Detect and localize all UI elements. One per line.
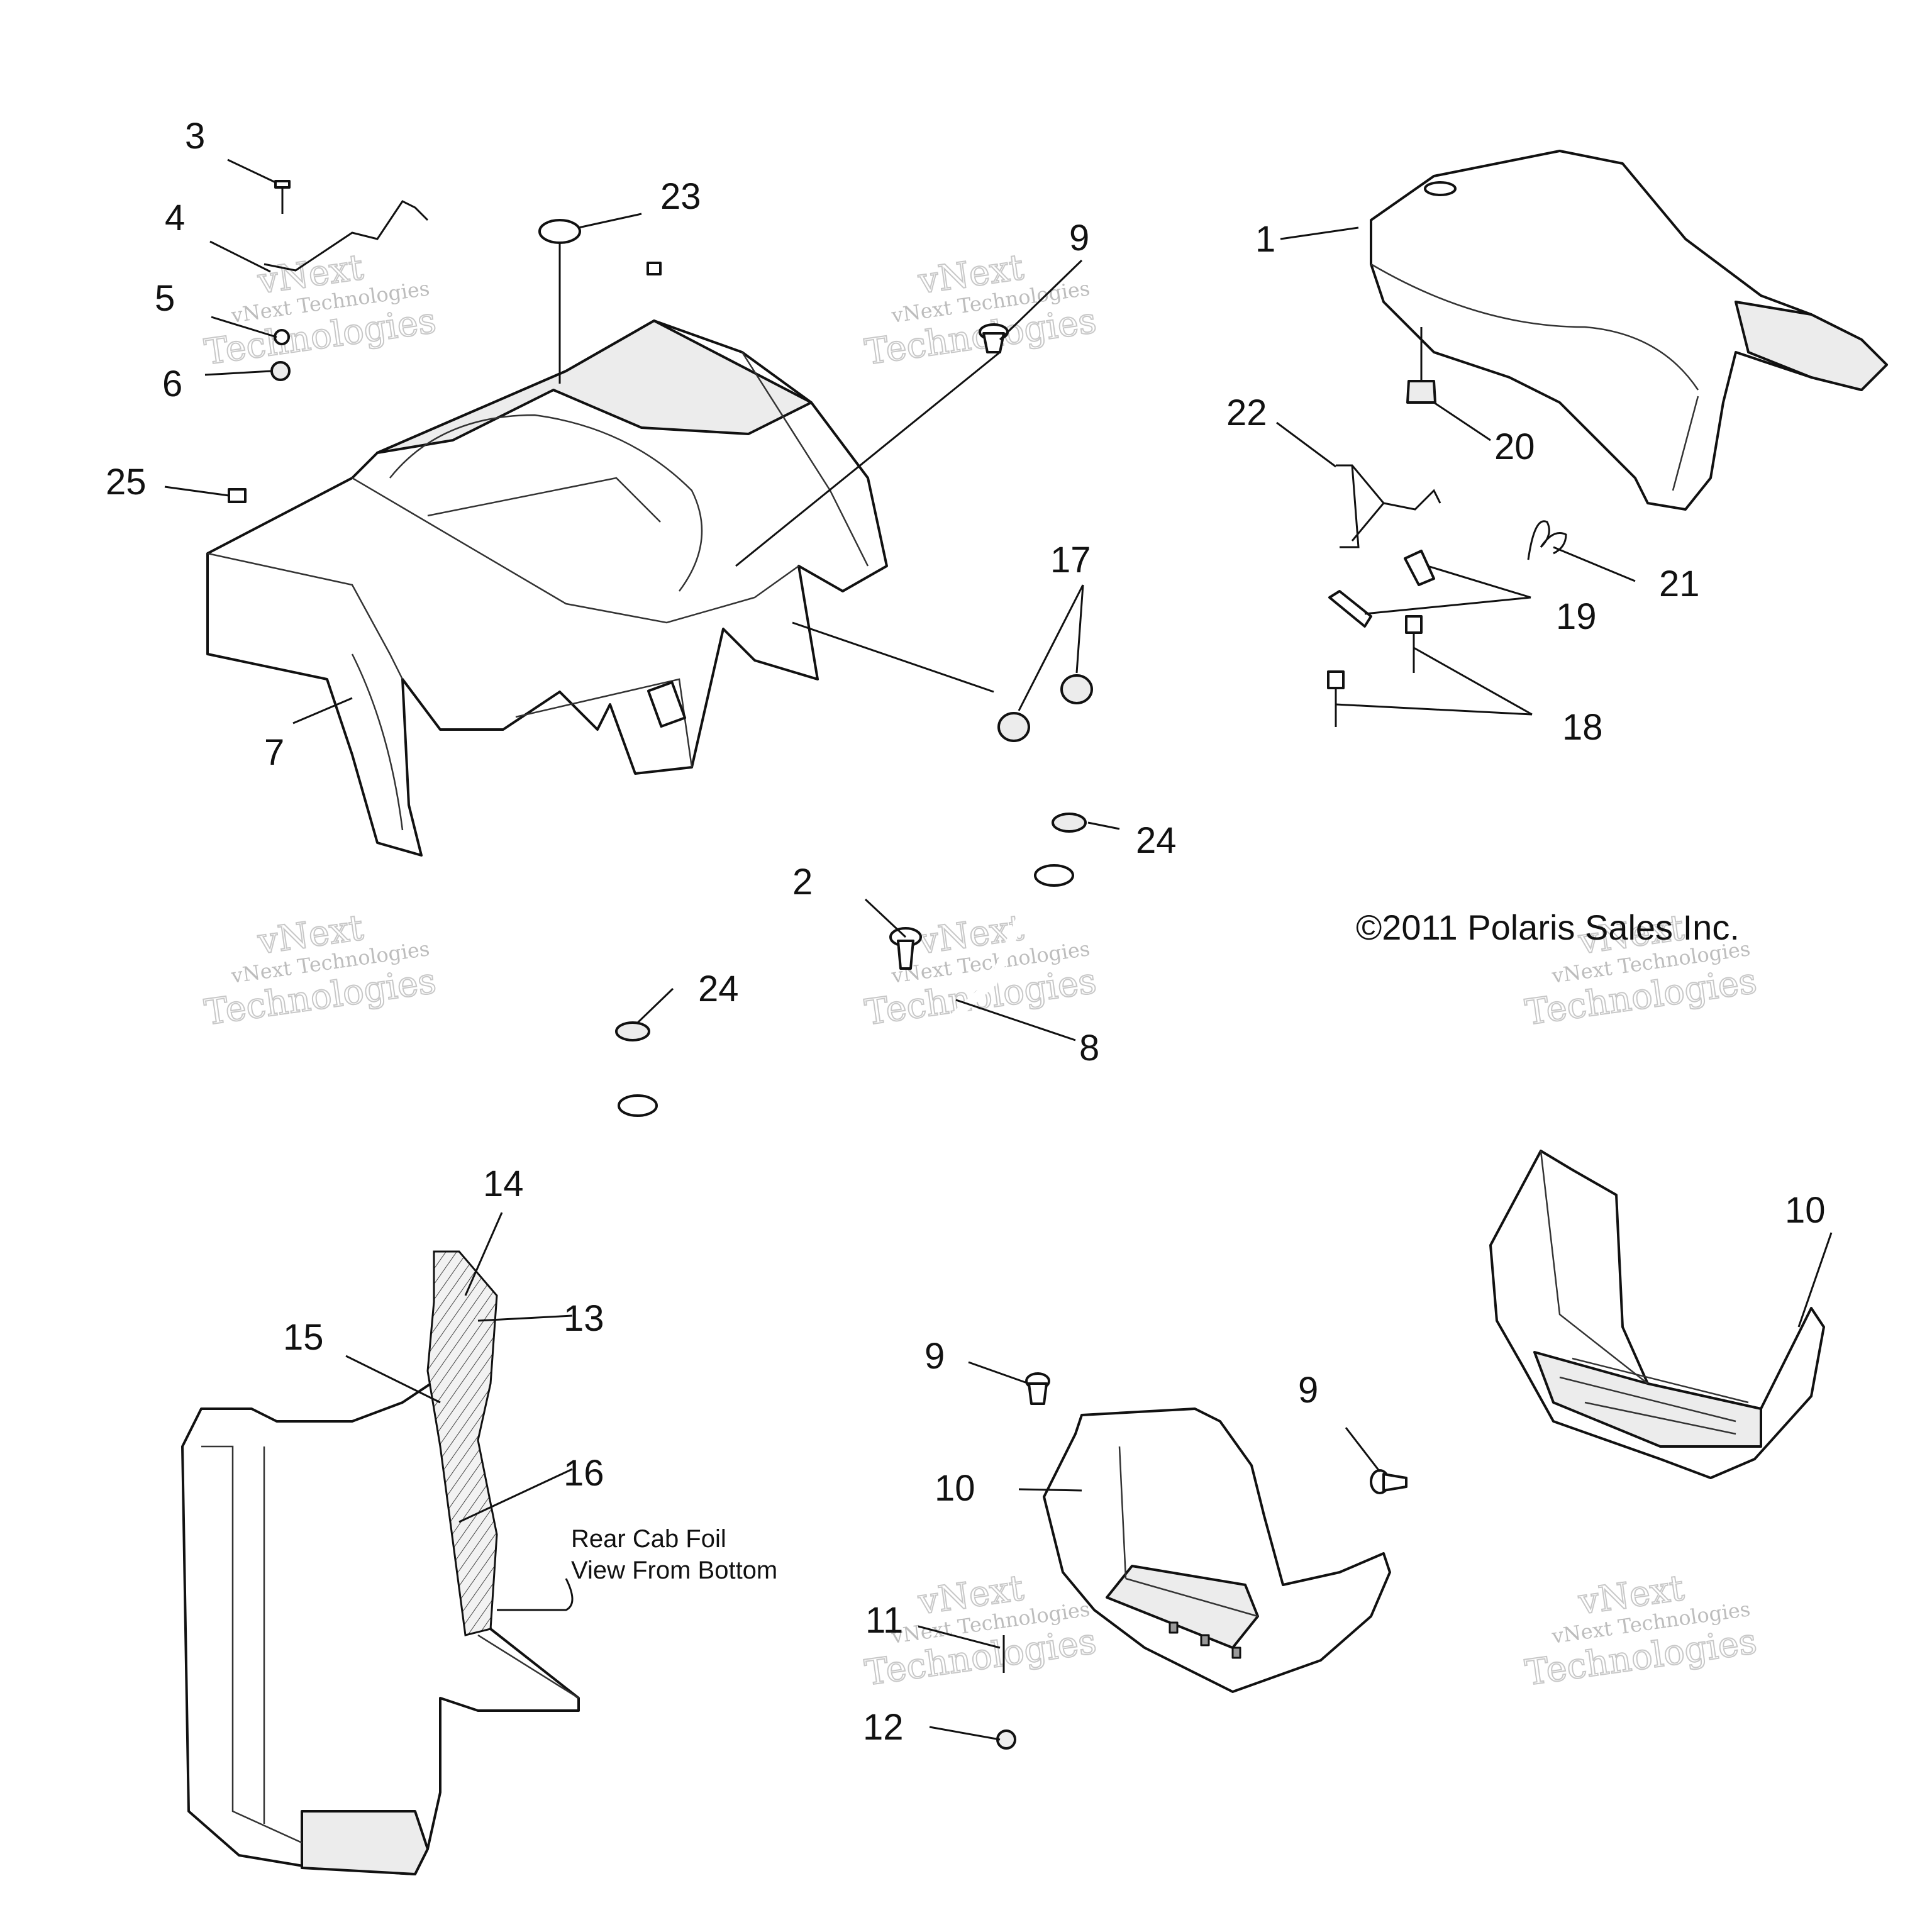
grommet-17a — [997, 712, 1030, 742]
callout-23: 23 — [660, 176, 701, 217]
rear-cab-note-line2: View From Bottom — [571, 1557, 777, 1584]
callout-25: 25 — [106, 462, 147, 502]
callout-11: 11 — [865, 1600, 903, 1641]
watermark: vNext vNext Technologies Technologies — [862, 247, 1099, 374]
copyright-text: ©2011 Polaris Sales Inc. — [1356, 908, 1740, 947]
watermark: vNext vNext Technologies Technologies — [1522, 1567, 1760, 1695]
nut-25 — [228, 488, 247, 503]
pin-18a — [1405, 615, 1423, 673]
callout-20: 20 — [1494, 426, 1535, 467]
callout-4: 4 — [165, 197, 185, 238]
plug-24a — [1052, 813, 1087, 833]
watermark: vNext vNext Technologies Technologies — [201, 907, 439, 1035]
callout-7: 7 — [264, 732, 284, 773]
callout-24-left: 24 — [698, 969, 739, 1009]
callout-16: 16 — [564, 1453, 604, 1494]
callout-9-mid: 9 — [924, 1336, 945, 1377]
spring-21 — [1527, 520, 1567, 560]
callout-21: 21 — [1659, 564, 1700, 604]
callout-22: 22 — [1226, 392, 1267, 433]
latch-22 — [1336, 464, 1441, 548]
callout-3: 3 — [185, 116, 205, 157]
callout-10-mid: 10 — [935, 1468, 975, 1509]
callout-24-top: 24 — [1136, 820, 1177, 861]
callout-19: 19 — [1556, 596, 1597, 637]
callout-6: 6 — [162, 364, 182, 404]
nut-6 — [270, 361, 291, 381]
leader-lines — [164, 158, 1833, 1741]
callout-12: 12 — [863, 1707, 904, 1748]
seat-part — [1370, 150, 1888, 511]
nut-top — [647, 262, 662, 275]
bumper-20 — [1406, 380, 1436, 404]
plug-23 — [538, 219, 581, 244]
callout-13: 13 — [564, 1298, 604, 1339]
bolt-2 — [889, 927, 922, 970]
rear-cab-note-line1: Rear Cab Foil — [571, 1525, 726, 1553]
push-rivet-9-right — [1370, 1469, 1407, 1494]
callout-14: 14 — [483, 1163, 524, 1204]
washer-5 — [274, 329, 290, 345]
footwell-right — [1489, 1150, 1825, 1479]
callout-5: 5 — [155, 278, 175, 319]
callout-15: 15 — [283, 1317, 324, 1358]
rod-4 — [264, 200, 429, 272]
rear-cab-part — [206, 319, 888, 857]
footwell-middle — [1043, 1407, 1391, 1693]
rear-cab-bottom-view — [181, 1250, 580, 1875]
pin-18b — [1327, 670, 1345, 727]
brace-8 — [616, 864, 1074, 1130]
callout-1: 1 — [1255, 219, 1275, 260]
watermark: vNext vNext Technologies Technologies — [862, 907, 1099, 1035]
callout-9-top: 9 — [1069, 218, 1089, 258]
clip-19b — [1328, 590, 1372, 628]
grommet-17b — [1060, 674, 1093, 704]
clip-19a — [1404, 550, 1435, 586]
plug-24b — [615, 1021, 650, 1041]
nut-12 — [996, 1729, 1016, 1750]
callout-17: 17 — [1050, 540, 1091, 580]
callout-18: 18 — [1562, 707, 1603, 748]
callouts: 3 4 5 6 25 7 23 9 17 1 22 20 21 19 18 24… — [106, 116, 1826, 1748]
callout-2: 2 — [792, 862, 813, 902]
callout-8: 8 — [1079, 1028, 1099, 1069]
callout-9-right: 9 — [1298, 1370, 1318, 1411]
callout-10-right: 10 — [1785, 1190, 1826, 1231]
bolt-3 — [274, 180, 291, 214]
push-rivet-9-mid — [1025, 1372, 1050, 1405]
watermark: vNext vNext Technologies Technologies — [201, 247, 439, 374]
